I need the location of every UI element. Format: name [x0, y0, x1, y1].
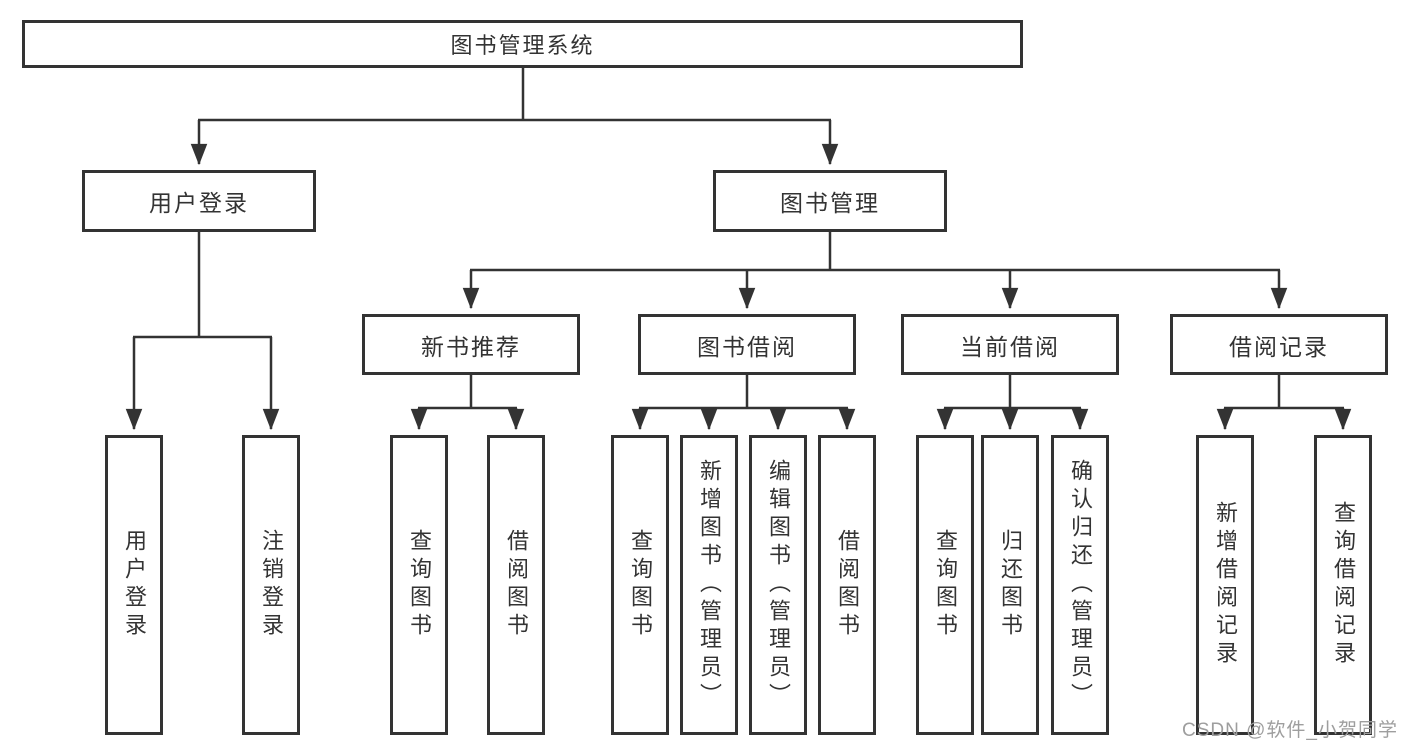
node-borrowing-records-label: 借阅记录 [1229, 333, 1329, 360]
node-book-management-label: 图书管理 [780, 190, 880, 216]
node-user-login-label: 用户登录 [149, 190, 249, 216]
node-leaf-current-query-books-label: 查询图书 [933, 529, 958, 641]
node-leaf-borrowing-query-books: 查询图书 [611, 435, 669, 735]
node-user-login: 用户登录 [82, 170, 316, 232]
node-leaf-current-confirm-return-label: 确认归还（管理员） [1068, 459, 1093, 711]
connector-book-borrowing-children [631, 375, 856, 431]
node-leaf-recommend-query-books: 查询图书 [390, 435, 448, 735]
connector-user-login-children [125, 232, 280, 431]
node-leaf-current-confirm-return: 确认归还（管理员） [1051, 435, 1109, 735]
node-leaf-borrowing-borrow-books-label: 借阅图书 [835, 529, 860, 641]
node-new-book-recommend-label: 新书推荐 [421, 333, 521, 360]
node-leaf-recommend-query-books-label: 查询图书 [407, 529, 432, 641]
node-current-borrowing-label: 当前借阅 [960, 333, 1060, 360]
node-leaf-borrowing-edit-books: 编辑图书（管理员） [749, 435, 807, 735]
connector-root-to-level2 [190, 68, 839, 166]
node-leaf-current-return-books: 归还图书 [981, 435, 1039, 735]
node-leaf-records-query-record: 查询借阅记录 [1314, 435, 1372, 735]
connector-borrowing-records-children [1216, 375, 1352, 431]
node-new-book-recommend: 新书推荐 [362, 314, 580, 375]
connector-new-book-recommend-children [410, 375, 525, 431]
connector-book-management-to-level3 [462, 232, 1288, 310]
node-book-borrowing-label: 图书借阅 [697, 333, 797, 360]
node-current-borrowing: 当前借阅 [901, 314, 1119, 375]
node-leaf-recommend-borrow-books: 借阅图书 [487, 435, 545, 735]
node-root-system: 图书管理系统 [22, 20, 1023, 68]
node-leaf-borrowing-borrow-books: 借阅图书 [818, 435, 876, 735]
node-leaf-borrowing-add-books: 新增图书（管理员） [680, 435, 738, 735]
node-leaf-current-query-books: 查询图书 [916, 435, 974, 735]
node-leaf-user-login: 用户登录 [105, 435, 163, 735]
node-book-borrowing: 图书借阅 [638, 314, 856, 375]
node-leaf-logout: 注销登录 [242, 435, 300, 735]
node-book-management: 图书管理 [713, 170, 947, 232]
node-leaf-recommend-borrow-books-label: 借阅图书 [504, 529, 529, 641]
node-leaf-records-query-record-label: 查询借阅记录 [1331, 501, 1356, 669]
connector-current-borrowing-children [936, 375, 1089, 431]
node-leaf-borrowing-add-books-label: 新增图书（管理员） [697, 459, 722, 711]
node-leaf-borrowing-edit-books-label: 编辑图书（管理员） [766, 459, 791, 711]
node-leaf-user-login-label: 用户登录 [122, 529, 147, 641]
node-root-label: 图书管理系统 [450, 33, 595, 58]
node-leaf-records-add-record-label: 新增借阅记录 [1213, 501, 1238, 669]
watermark: CSDN @软件_小贺同学 [1182, 720, 1398, 741]
node-leaf-current-return-books-label: 归还图书 [998, 529, 1023, 641]
node-borrowing-records: 借阅记录 [1170, 314, 1388, 375]
node-leaf-borrowing-query-books-label: 查询图书 [628, 529, 653, 641]
node-leaf-records-add-record: 新增借阅记录 [1196, 435, 1254, 735]
node-leaf-logout-label: 注销登录 [259, 529, 284, 641]
